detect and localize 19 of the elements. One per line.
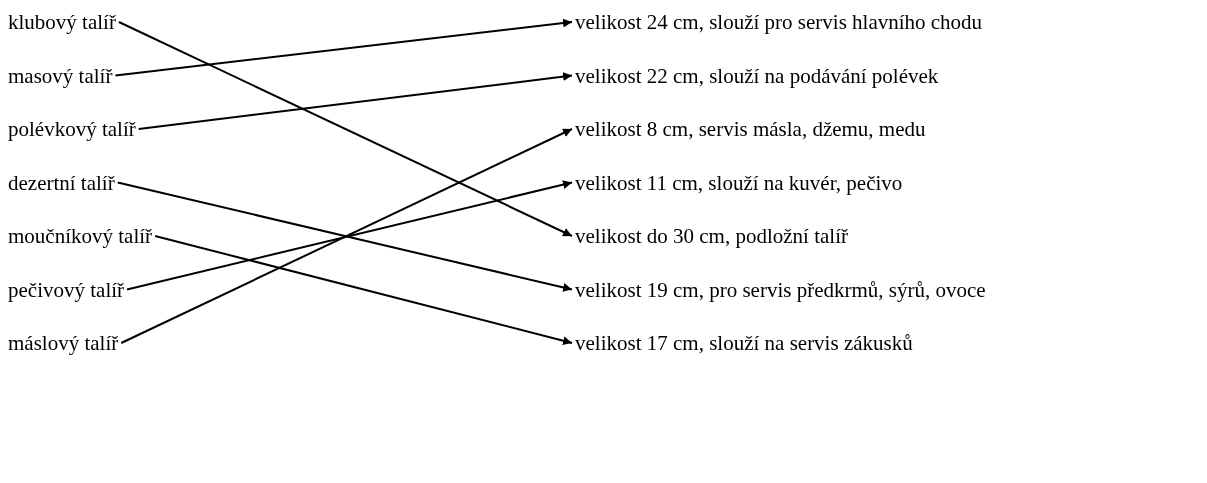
plate-name: máslový talíř (8, 330, 119, 356)
arrow (120, 128, 573, 344)
plate-name: klubový talíř (8, 9, 116, 35)
plate-description: velikost 19 cm, pro servis předkrmů, sýrů, ovoce (575, 276, 986, 303)
plate-name: masový talíř (8, 62, 113, 89)
plate-description: velikost 24 cm, slouží pro servis hlavního chodu (575, 9, 983, 35)
plate-name: dezertní talíř (8, 169, 115, 196)
arrow (114, 18, 573, 77)
plate-name: moučníkový talíř (8, 223, 153, 249)
plate-description: velikost 11 cm, slouží na kuvér, pečivo (575, 169, 903, 196)
plate-name: polévkový talíř (8, 116, 136, 142)
arrow (117, 21, 573, 237)
arrow (137, 72, 573, 130)
plate-name: pečivový talíř (8, 276, 125, 303)
arrow (154, 235, 573, 346)
plate-description: velikost 8 cm, servis másla, džemu, medu (575, 116, 926, 142)
plate-description: velikost 22 cm, slouží na podávání polévek (575, 62, 939, 89)
plate-description: velikost 17 cm, slouží na servis zákusků (575, 330, 913, 356)
plate-description: velikost do 30 cm, podložní talíř (575, 223, 848, 249)
